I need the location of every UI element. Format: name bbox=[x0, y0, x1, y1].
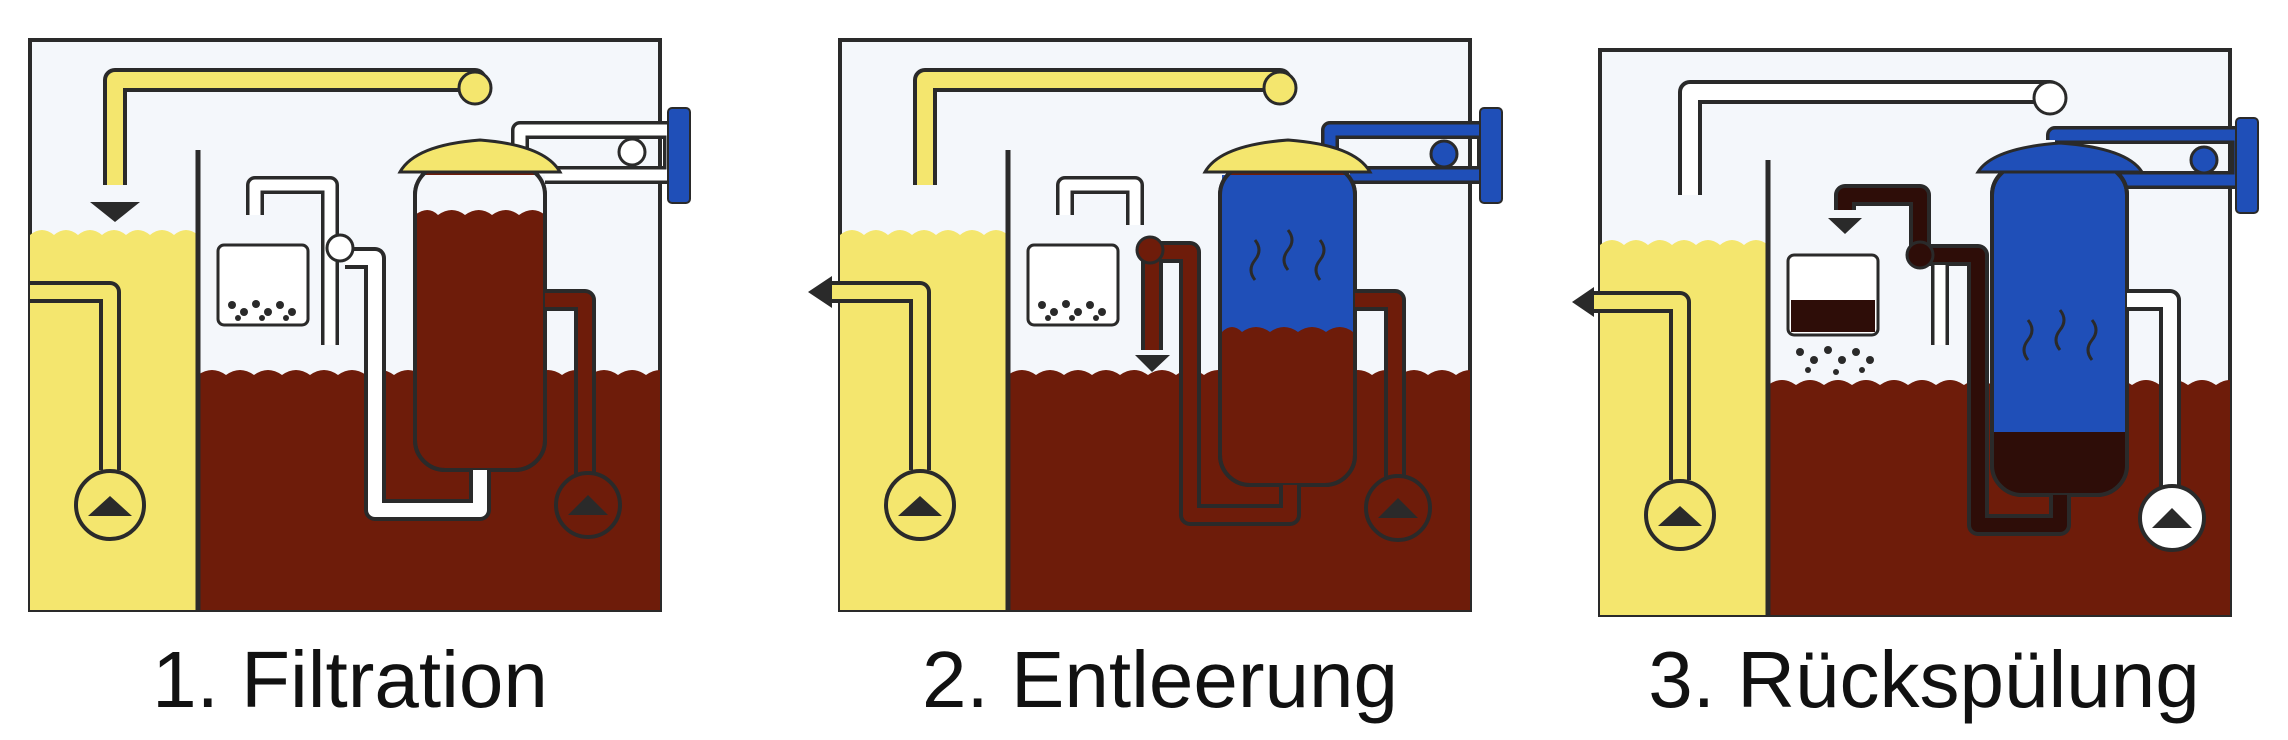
valve-icon bbox=[457, 70, 493, 106]
panel-entleerung: 2. Entleerung bbox=[790, 0, 1530, 740]
outflow-arrow-icon bbox=[1572, 287, 1594, 317]
panel-caption: 3. Rückspülung bbox=[1648, 635, 2200, 724]
panel-rueckspuelung: 3. Rückspülung bbox=[1560, 0, 2288, 740]
valve-icon bbox=[1135, 235, 1165, 265]
valve-icon bbox=[2032, 80, 2068, 116]
motor-icon bbox=[1479, 107, 1503, 204]
flow-arrow-icon bbox=[1135, 355, 1170, 372]
valve-icon bbox=[1905, 240, 1935, 270]
valve-icon bbox=[325, 233, 355, 263]
sludge-collection-box bbox=[1026, 243, 1120, 327]
sludge-residue bbox=[1992, 432, 2127, 495]
valve-icon bbox=[2189, 145, 2219, 175]
motor-icon bbox=[2235, 117, 2259, 214]
rueckspuelung-diagram bbox=[1572, 48, 2259, 617]
panel-caption: 2. Entleerung bbox=[922, 635, 1398, 724]
outflow-arrow-icon bbox=[808, 276, 832, 308]
panel-filtration: 1. Filtration bbox=[0, 0, 700, 740]
filtration-diagram bbox=[28, 38, 691, 612]
valve-icon bbox=[1262, 70, 1298, 106]
panel-caption: 1. Filtration bbox=[152, 635, 548, 724]
filter-lid bbox=[397, 138, 563, 174]
flow-arrow-icon bbox=[1828, 218, 1862, 234]
valve-icon bbox=[1429, 139, 1459, 169]
filter-lid bbox=[1202, 138, 1373, 174]
valve-icon bbox=[617, 137, 647, 167]
backwash-water bbox=[1222, 175, 1353, 332]
motor-icon bbox=[667, 107, 691, 204]
filter-lid bbox=[1975, 141, 2145, 174]
flow-arrow-icon bbox=[90, 202, 140, 222]
entleerung-diagram bbox=[808, 38, 1503, 612]
